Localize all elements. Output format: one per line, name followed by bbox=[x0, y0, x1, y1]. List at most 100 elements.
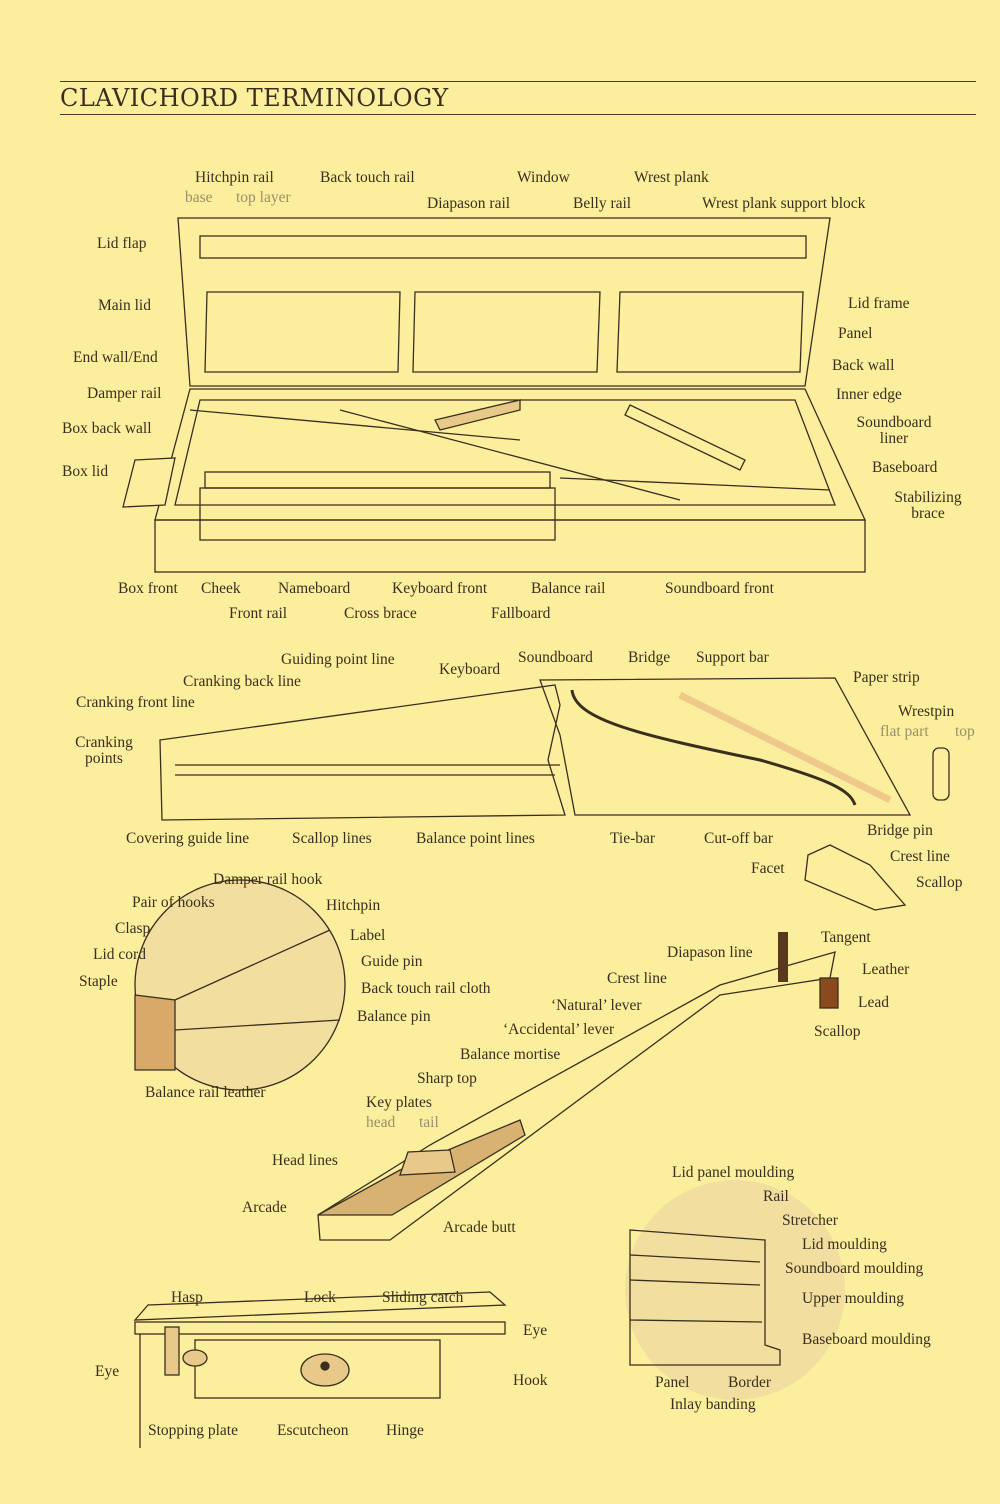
tangent bbox=[778, 932, 788, 982]
label-back-wall: Back wall bbox=[832, 357, 895, 374]
label-keyboard-front: Keyboard front bbox=[392, 580, 488, 597]
label-baseboard-moulding: Baseboard moulding bbox=[802, 1331, 931, 1348]
detail-drawing bbox=[134, 879, 839, 1241]
keyboard-soundboard-drawing bbox=[159, 677, 950, 911]
label-soundboard: Soundboard bbox=[518, 649, 593, 666]
keyboard-plan bbox=[159, 684, 566, 821]
label-top-layer: top layer bbox=[236, 189, 291, 206]
title-rule-top bbox=[60, 81, 976, 82]
lock-board bbox=[134, 1321, 506, 1335]
label-inlay-banding: Inlay banding bbox=[670, 1396, 756, 1413]
label-balance-rail-leather: Balance rail leather bbox=[145, 1084, 266, 1101]
label-base: base bbox=[185, 189, 213, 206]
label-leather: Leather bbox=[862, 961, 910, 978]
label-balance-pin: Balance pin bbox=[357, 1008, 431, 1025]
hasp bbox=[164, 1326, 180, 1376]
box-inner bbox=[174, 399, 836, 506]
label-arcade-butt: Arcade butt bbox=[443, 1219, 516, 1236]
label-damper-rail: Damper rail bbox=[87, 385, 162, 402]
lid-edge bbox=[133, 1291, 507, 1321]
label-border: Border bbox=[728, 1374, 772, 1391]
label-escutcheon: Escutcheon bbox=[277, 1422, 349, 1439]
label-main-lid: Main lid bbox=[98, 297, 151, 314]
label-soundboard-front: Soundboard front bbox=[665, 580, 774, 597]
label-paper-strip: Paper strip bbox=[853, 669, 920, 686]
lid-panel-1 bbox=[204, 291, 401, 373]
label-head-lines: Head lines bbox=[272, 1152, 338, 1169]
label-wrestpin: Wrestpin bbox=[898, 703, 955, 720]
label-sharp-top: Sharp top bbox=[417, 1070, 477, 1087]
label-guide-pin: Guide pin bbox=[361, 953, 423, 970]
label-hinge: Hinge bbox=[386, 1422, 424, 1439]
label-nameboard: Nameboard bbox=[278, 580, 351, 597]
label-lock: Lock bbox=[304, 1289, 336, 1306]
label-facet: Facet bbox=[751, 860, 785, 877]
label-scallop-lines: Scallop lines bbox=[292, 830, 372, 847]
label-cross-brace: Cross brace bbox=[344, 605, 417, 622]
label-hook: Hook bbox=[513, 1372, 548, 1389]
label-eye-right: Eye bbox=[523, 1322, 548, 1339]
label-cranking-back-line: Cranking back line bbox=[183, 673, 301, 690]
label-staple: Staple bbox=[79, 973, 118, 990]
label-key-plates: Key plates bbox=[366, 1094, 432, 1111]
label-box-back-wall: Box back wall bbox=[62, 420, 152, 437]
label-front-rail: Front rail bbox=[229, 605, 288, 622]
label-wrest-plank-support-block: Wrest plank support block bbox=[702, 195, 866, 212]
label-hitchpin-rail: Hitchpin rail bbox=[195, 169, 274, 186]
label-guiding-point-line: Guiding point line bbox=[281, 651, 395, 668]
bridge-curve bbox=[570, 689, 857, 806]
title-rule-bottom bbox=[60, 114, 976, 115]
wrestpin-drawing bbox=[932, 747, 950, 801]
detail-lens bbox=[134, 879, 346, 1091]
label-accidental-lever: ‘Accidental’ lever bbox=[503, 1021, 615, 1038]
label-inner-edge: Inner edge bbox=[836, 386, 902, 403]
keyboard-front bbox=[199, 487, 556, 541]
label-lead: Lead bbox=[858, 994, 889, 1011]
label-label: Label bbox=[350, 927, 386, 944]
label-balance-point-lines: Balance point lines bbox=[416, 830, 535, 847]
label-tangent: Tangent bbox=[821, 929, 871, 946]
label-line: liner bbox=[879, 430, 909, 447]
label-bridge-pin: Bridge pin bbox=[867, 822, 933, 839]
label-upper-moulding: Upper moulding bbox=[802, 1290, 905, 1307]
label-damper-rail-hook: Damper rail hook bbox=[213, 871, 323, 888]
lock-plate bbox=[194, 1339, 441, 1399]
label-line: brace bbox=[911, 505, 945, 522]
box-lid bbox=[122, 457, 176, 508]
label-key-crest-line: Crest line bbox=[607, 970, 667, 987]
label-line: points bbox=[85, 750, 123, 767]
label-balance-mortise: Balance mortise bbox=[460, 1046, 561, 1063]
label-cut-off-bar: Cut-off bar bbox=[704, 830, 774, 847]
sharp-top bbox=[399, 1149, 456, 1176]
label-head: head bbox=[366, 1114, 396, 1131]
label-fallboard: Fallboard bbox=[491, 605, 551, 622]
diapason-rail bbox=[434, 399, 521, 431]
label-bridge: Bridge bbox=[628, 649, 671, 666]
main-lid bbox=[177, 217, 831, 387]
label-clasp: Clasp bbox=[115, 920, 151, 937]
label-rail: Rail bbox=[763, 1188, 789, 1205]
label-end-wall: End wall/End bbox=[73, 349, 158, 366]
label-scallop: Scallop bbox=[916, 874, 963, 891]
label-eye-left: Eye bbox=[95, 1363, 120, 1380]
hardware-drawing bbox=[133, 1180, 845, 1448]
label-lid-flap: Lid flap bbox=[97, 235, 147, 252]
label-line: Stabilizing bbox=[894, 489, 962, 506]
label-support-bar: Support bar bbox=[696, 649, 769, 666]
lid-panel-2 bbox=[412, 291, 601, 373]
page-title: CLAVICHORD TERMINOLOGY bbox=[60, 84, 449, 112]
label-box-lid: Box lid bbox=[62, 463, 109, 480]
label-cheek: Cheek bbox=[201, 580, 241, 597]
label-diapason-line: Diapason line bbox=[667, 944, 753, 961]
keyboard-nameboard bbox=[204, 471, 551, 489]
lead bbox=[819, 977, 839, 1009]
moulding-lens bbox=[625, 1180, 845, 1400]
case-corner bbox=[134, 994, 176, 1071]
label-lid-frame: Lid frame bbox=[848, 295, 910, 312]
stopping-plate bbox=[182, 1349, 208, 1367]
wrest-plank bbox=[624, 404, 746, 471]
label-line: Cranking bbox=[75, 734, 133, 751]
